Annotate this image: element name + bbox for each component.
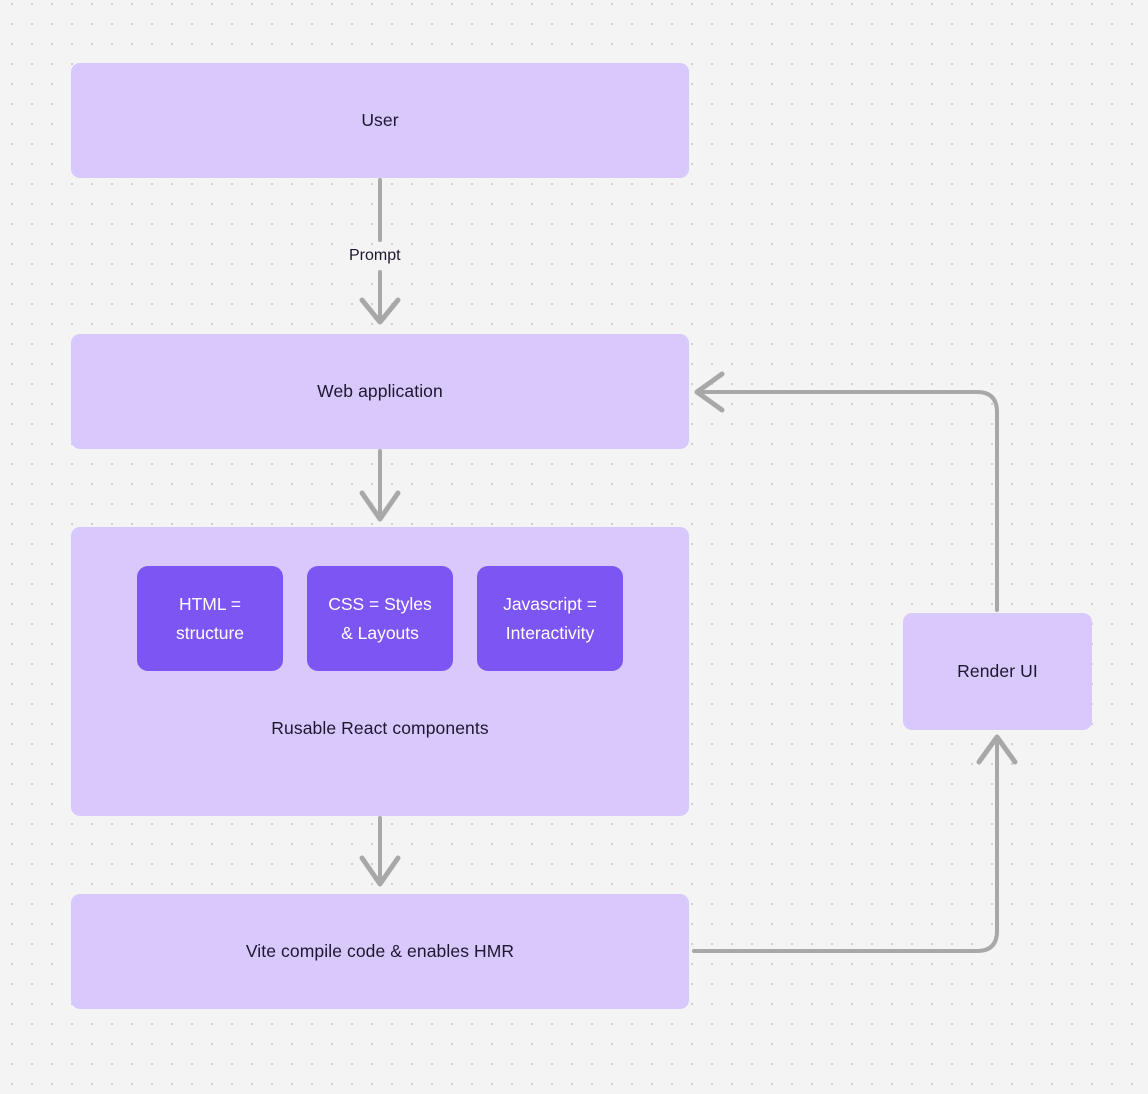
subnode-javascript[interactable]: Javascript = Interactivity <box>477 566 623 671</box>
node-react-components-group[interactable]: HTML = structure CSS = Styles & Layouts Ja… <box>71 527 689 816</box>
subnode-html-label: HTML = structure <box>176 590 244 647</box>
subnode-css-label-line2: & Layouts <box>341 622 419 643</box>
edge-vite-to-render <box>692 734 1018 953</box>
arrowhead-down-icon <box>359 490 401 522</box>
node-render-ui[interactable]: Render UI <box>903 613 1092 730</box>
subnode-html-label-line2: structure <box>175 622 245 643</box>
subnode-html-label-line1: HTML = <box>178 594 242 615</box>
edge-group-to-vite <box>359 816 401 887</box>
subnode-javascript-label-line1: Javascript = <box>503 594 597 615</box>
node-web-application[interactable]: Web application <box>71 334 689 449</box>
node-user-label: User <box>361 109 399 130</box>
subnode-javascript-label-line2: Interactivity <box>505 622 595 643</box>
arrowhead-left-icon <box>694 371 725 413</box>
edge-webapp-to-group <box>359 449 401 522</box>
subnode-css-label: CSS = Styles & Layouts <box>328 590 432 647</box>
node-web-application-label: Web application <box>317 380 443 401</box>
subnode-css-label-line1: CSS = Styles <box>328 594 432 615</box>
node-react-components-caption: Rusable React components <box>71 717 689 741</box>
arrowhead-down-icon <box>359 855 401 887</box>
subnode-html[interactable]: HTML = structure <box>137 566 283 671</box>
node-react-components-caption-label: Rusable React components <box>271 718 489 738</box>
node-vite-label: Vite compile code & enables HMR <box>245 940 515 961</box>
arrowhead-down-icon <box>359 297 401 325</box>
node-render-ui-label: Render UI <box>957 660 1038 681</box>
subnode-css[interactable]: CSS = Styles & Layouts <box>307 566 453 671</box>
edge-label-prompt: Prompt <box>344 246 406 266</box>
edge-render-to-webapp <box>694 371 999 612</box>
arrowhead-up-icon <box>976 734 1018 765</box>
subnode-javascript-label: Javascript = Interactivity <box>503 590 597 647</box>
node-vite[interactable]: Vite compile code & enables HMR <box>71 894 689 1009</box>
node-user[interactable]: User <box>71 63 689 178</box>
